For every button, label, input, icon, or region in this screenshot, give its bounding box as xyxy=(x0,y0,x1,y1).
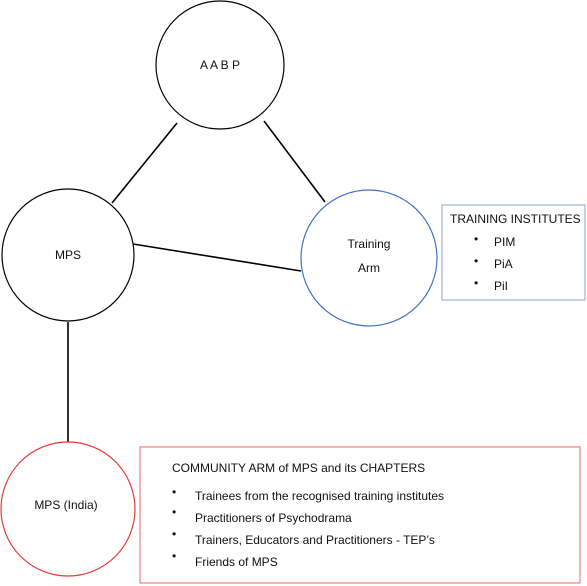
bullet-icon: • xyxy=(172,549,176,563)
training-institutes-box: TRAINING INSTITUTES • PIM • PiA • PiI xyxy=(441,204,586,301)
bullet-icon: • xyxy=(474,232,478,246)
training-arm-node: Training Arm xyxy=(300,189,438,327)
training-institute-item: PIM xyxy=(494,235,515,249)
community-arm-item: Practitioners of Psychodrama xyxy=(195,511,352,525)
training-institutes-border xyxy=(441,204,586,301)
community-arm-title: COMMUNITY ARM of MPS and its CHAPTERS xyxy=(172,461,425,475)
training-arm-label-line2: Arm xyxy=(358,261,380,275)
mps-circle xyxy=(1,188,135,322)
connector-mps-training-arm xyxy=(132,243,302,272)
connector-aabp-mps xyxy=(111,122,178,204)
training-institute-item: PiA xyxy=(494,257,513,271)
bullet-icon: • xyxy=(172,527,176,541)
community-arm-box: COMMUNITY ARM of MPS and its CHAPTERS • … xyxy=(139,446,581,584)
mps-india-label: MPS (India) xyxy=(34,498,97,512)
training-institutes-title: TRAINING INSTITUTES xyxy=(450,212,581,226)
aabp-circle xyxy=(155,0,285,130)
mps-node: MPS xyxy=(1,188,135,322)
community-arm-item: Trainers, Educators and Practitioners - … xyxy=(195,533,435,547)
bullet-icon: • xyxy=(474,254,478,268)
training-institute-item: PiI xyxy=(494,279,508,293)
aabp-node: A A B P xyxy=(155,0,285,130)
mps-label: MPS xyxy=(55,248,81,262)
community-arm-item: Friends of MPS xyxy=(195,555,278,569)
aabp-label: A A B P xyxy=(200,58,240,72)
community-arm-item: Trainees from the recognised training in… xyxy=(195,489,444,503)
mps-india-circle xyxy=(0,441,136,577)
mps-india-node: MPS (India) xyxy=(0,441,136,577)
bullet-icon: • xyxy=(474,276,478,290)
training-arm-label-line1: Training xyxy=(348,237,391,251)
training-arm-circle xyxy=(300,189,438,327)
bullet-icon: • xyxy=(172,505,176,519)
connector-aabp-training-arm xyxy=(263,120,326,203)
bullet-icon: • xyxy=(172,485,176,499)
community-arm-border xyxy=(139,446,581,584)
